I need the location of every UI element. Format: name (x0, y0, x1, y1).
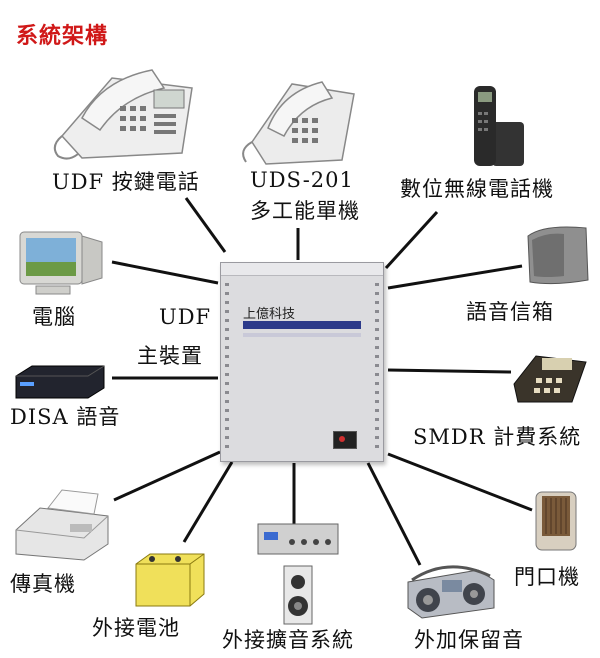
pbx-main-unit: 上億科技 (220, 262, 384, 462)
label-disa: DISA 語音 (10, 405, 121, 429)
pbx-brand-label: 上億科技 (243, 307, 296, 322)
label-uds-201: UDS-201 (250, 168, 354, 192)
diagram-title: 系統架構 (16, 24, 109, 49)
amplifier-image (257, 523, 339, 625)
label-digital-cordless: 數位無線電話機 (400, 177, 554, 201)
label-udf: UDF (159, 305, 212, 329)
door-phone-image (535, 491, 577, 551)
label-computer: 電腦 (32, 305, 76, 329)
label-music-on-hold: 外加保留音 (414, 628, 524, 652)
link-fax (113, 450, 221, 502)
smdr-device-image (513, 355, 587, 403)
link-voicemail (387, 264, 523, 290)
link-computer (111, 260, 219, 285)
link-cordless (384, 210, 439, 270)
label-main-unit: 主裝置 (137, 344, 203, 368)
link-udf-phone (184, 197, 227, 253)
link-door (387, 452, 533, 512)
computer-image (19, 231, 103, 295)
label-fax: 傳真機 (10, 572, 76, 596)
label-door-phone: 門口機 (514, 565, 580, 589)
link-music-hold (366, 462, 422, 566)
label-voicemail: 語音信箱 (466, 300, 554, 324)
cordless-phone-image (474, 86, 524, 166)
link-battery (182, 461, 234, 543)
voicemail-device-image (527, 226, 589, 285)
disa-device-image (15, 365, 105, 399)
music-on-hold-image (407, 565, 495, 619)
battery-image (135, 553, 205, 607)
link-smdr (387, 368, 512, 374)
label-smdr: SMDR 計費系統 (413, 425, 582, 449)
udf-keyphone-image (53, 69, 193, 160)
uds-phone-image (242, 81, 355, 165)
label-multifunction-phone: 多工能單機 (250, 199, 360, 223)
label-external-battery: 外接電池 (92, 616, 180, 640)
label-udf-keyphone: UDF 按鍵電話 (52, 170, 200, 194)
label-external-pa: 外接擴音系統 (222, 628, 354, 652)
fax-machine-image (15, 489, 109, 561)
